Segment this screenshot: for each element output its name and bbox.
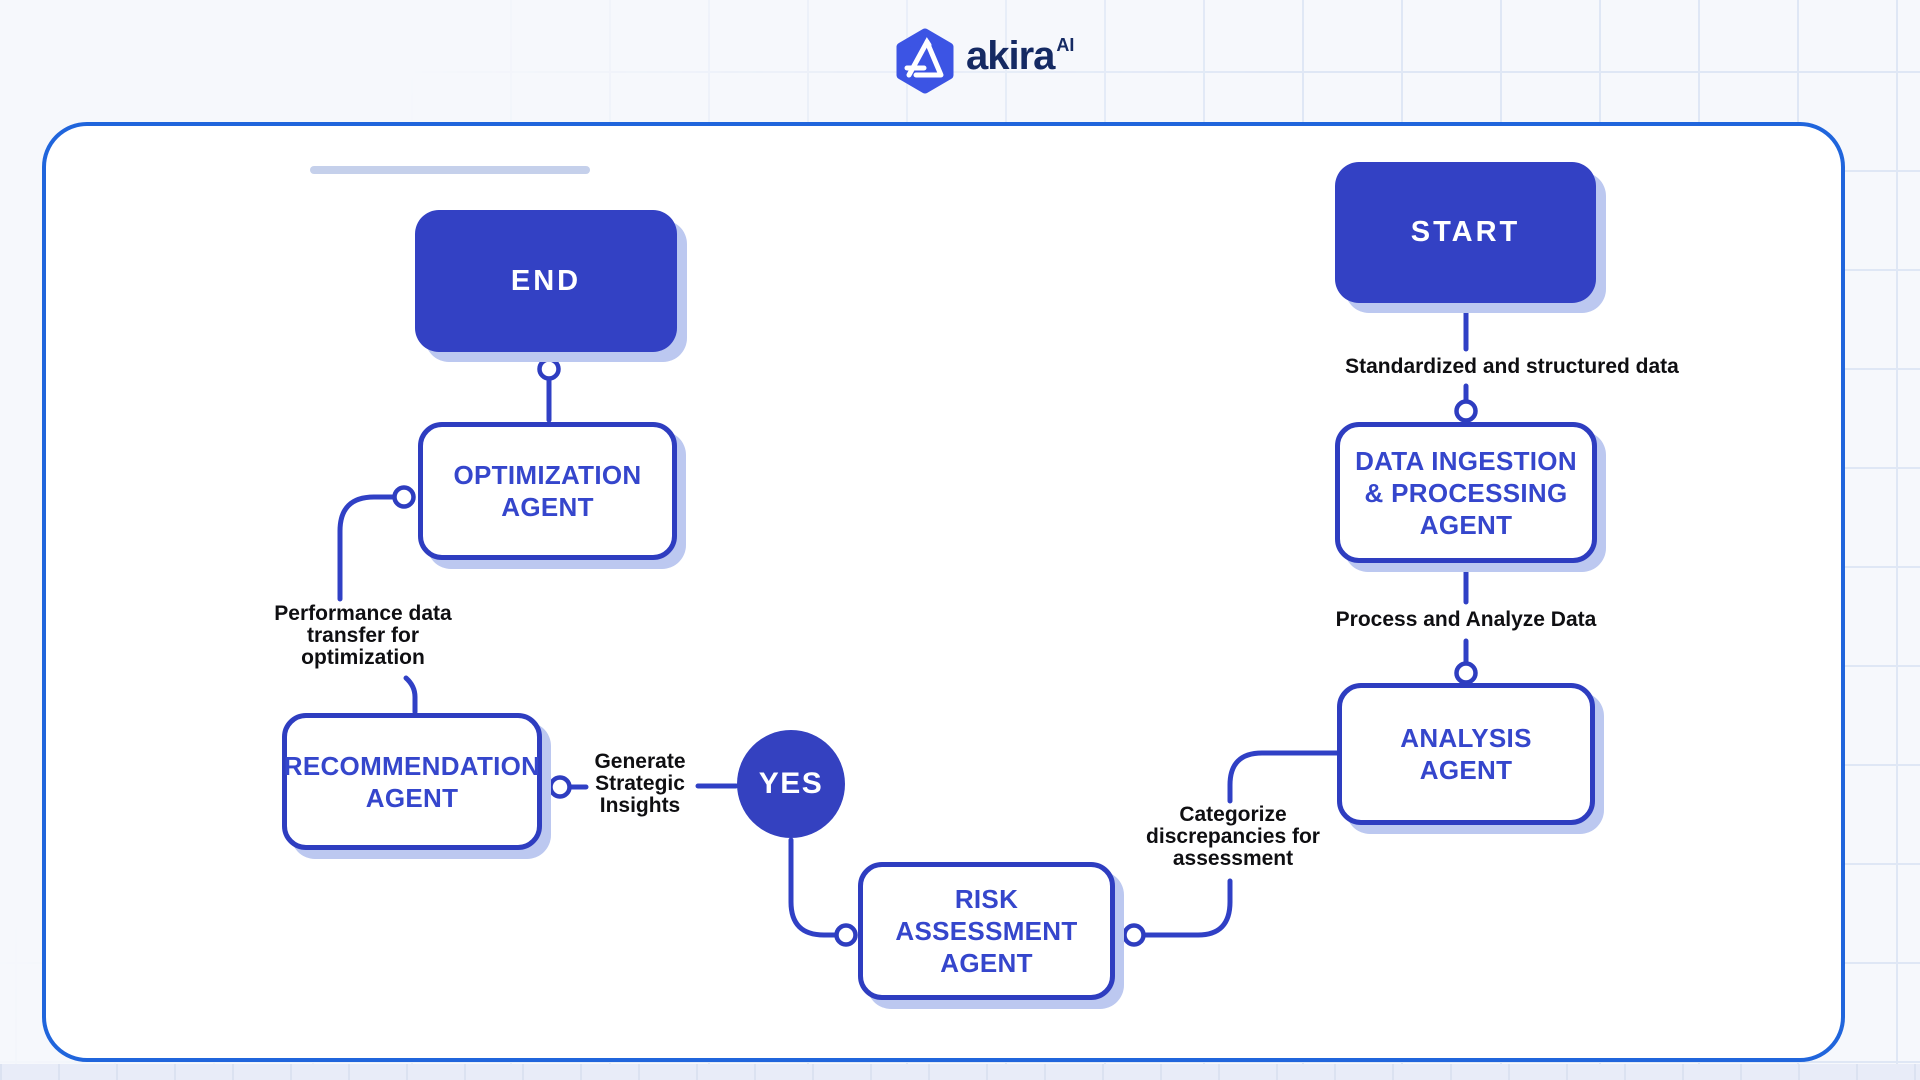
bottom-grid-band bbox=[0, 1064, 1920, 1080]
node-label-line: AGENT bbox=[365, 782, 459, 813]
connector-dot-risk-right bbox=[1122, 923, 1146, 947]
node-label-line: ANALYSIS bbox=[1400, 723, 1532, 753]
edge-label-process-analyze: Process and Analyze Data bbox=[1335, 608, 1597, 631]
brand-name: akira bbox=[966, 34, 1055, 78]
edge-analysis-to-risk-seg1 bbox=[1227, 750, 1340, 804]
edge-label-line: assessment bbox=[1172, 847, 1294, 870]
connector-dot-risk-left bbox=[834, 923, 858, 947]
node-label-line: AGENT bbox=[940, 948, 1033, 978]
connector-dot-analysis-top bbox=[1454, 661, 1478, 685]
edge-label-line: transfer for bbox=[306, 624, 420, 647]
node-label-line: AGENT bbox=[1419, 509, 1513, 540]
edge-label-line: Generate bbox=[594, 750, 686, 773]
edge-label-line: Insights bbox=[599, 794, 681, 817]
edge-analysis-to-risk-seg2 bbox=[1143, 878, 1233, 938]
edge-label-line: Performance data bbox=[274, 602, 452, 625]
edge-yes-to-risk bbox=[788, 837, 837, 938]
edge-label-line: discrepancies for bbox=[1146, 825, 1320, 848]
node-end: END bbox=[415, 210, 677, 352]
node-label-line: ASSESSMENT bbox=[895, 916, 1078, 946]
edge-label-line: Categorize bbox=[1179, 803, 1287, 826]
brand-superscript: AI bbox=[1056, 35, 1075, 55]
node-optimization-agent: OPTIMIZATION AGENT bbox=[418, 422, 677, 560]
node-yes-decision: YES bbox=[737, 730, 845, 838]
edge-label-line: optimization bbox=[301, 646, 425, 669]
edge-label-performance-transfer: Performance data transfer for optimizati… bbox=[258, 603, 468, 669]
node-analysis-agent: ANALYSIS AGENT bbox=[1337, 683, 1595, 825]
connector-dot-data-top bbox=[1454, 399, 1478, 423]
node-start: START bbox=[1335, 162, 1596, 303]
node-label: START bbox=[1410, 216, 1521, 248]
accent-bar bbox=[310, 166, 590, 174]
node-label: END bbox=[510, 264, 582, 297]
node-data-ingestion-processing-agent: DATA INGESTION & PROCESSING AGENT bbox=[1335, 422, 1597, 563]
node-label-line: RISK bbox=[954, 884, 1019, 914]
connector-dot-optimization-left bbox=[392, 485, 416, 509]
connector-dot-recommendation-right bbox=[548, 775, 572, 799]
node-label-line: AGENT bbox=[1419, 755, 1513, 785]
connector-dot-end-bottom bbox=[537, 357, 561, 381]
edge-label-categorize-discrepancies: Categorize discrepancies for assessment bbox=[1123, 804, 1343, 870]
edge-label-generate-insights: Generate Strategic Insights bbox=[570, 751, 710, 817]
node-label-line: RECOMMENDATION bbox=[283, 750, 541, 781]
node-label-line: OPTIMIZATION bbox=[453, 460, 642, 490]
node-risk-assessment-agent: RISK ASSESSMENT AGENT bbox=[858, 862, 1115, 1000]
node-label-line: AGENT bbox=[501, 492, 594, 522]
node-label-line: DATA INGESTION bbox=[1355, 445, 1577, 476]
edge-label-standardized-data: Standardized and structured data bbox=[1345, 355, 1679, 378]
node-label-line: & PROCESSING bbox=[1364, 477, 1568, 508]
node-label: YES bbox=[758, 767, 824, 800]
edge-label-line: Strategic bbox=[595, 772, 685, 795]
edge-recommendation-to-optimization-seg2 bbox=[337, 494, 395, 602]
node-recommendation-agent: RECOMMENDATION AGENT bbox=[282, 713, 542, 850]
edge-recommendation-to-optimization-seg1 bbox=[403, 675, 418, 715]
akira-hexagon-icon bbox=[896, 28, 954, 94]
